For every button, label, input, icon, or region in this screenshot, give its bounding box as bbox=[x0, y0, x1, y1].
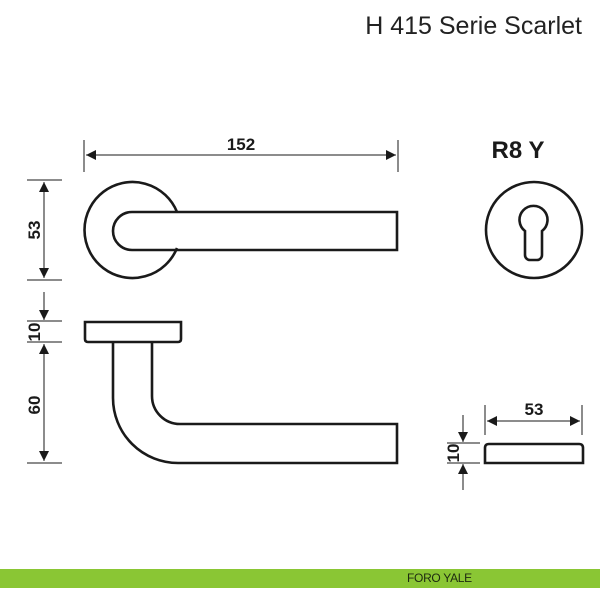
product-title: H 415 Serie Scarlet bbox=[365, 12, 582, 40]
dimension-label: 10 bbox=[25, 323, 44, 342]
lever-top-view bbox=[83, 180, 399, 280]
footer-brand: FORO YALE bbox=[407, 571, 472, 585]
keyhole-icon bbox=[518, 204, 549, 262]
escutcheon-front-view: R8 Y bbox=[484, 137, 584, 280]
dimension-rose-diameter: 53 bbox=[25, 179, 62, 281]
footer-bar: FORO YALE bbox=[0, 569, 600, 588]
lever-side-view bbox=[83, 320, 399, 465]
dimension-label: 152 bbox=[227, 135, 255, 154]
dimension-label: 53 bbox=[525, 400, 544, 419]
dimension-rose-thickness: 10 bbox=[25, 292, 62, 343]
dimension-label: 10 bbox=[444, 444, 463, 463]
dimension-lever-height: 60 bbox=[25, 344, 62, 464]
dimension-label: 53 bbox=[25, 221, 44, 240]
dimension-label: 60 bbox=[25, 396, 44, 415]
dimension-lever-length: 152 bbox=[83, 135, 399, 172]
rosette-model-label: R8 Y bbox=[492, 137, 545, 164]
escutcheon-side-view: 53 10 bbox=[444, 400, 585, 490]
